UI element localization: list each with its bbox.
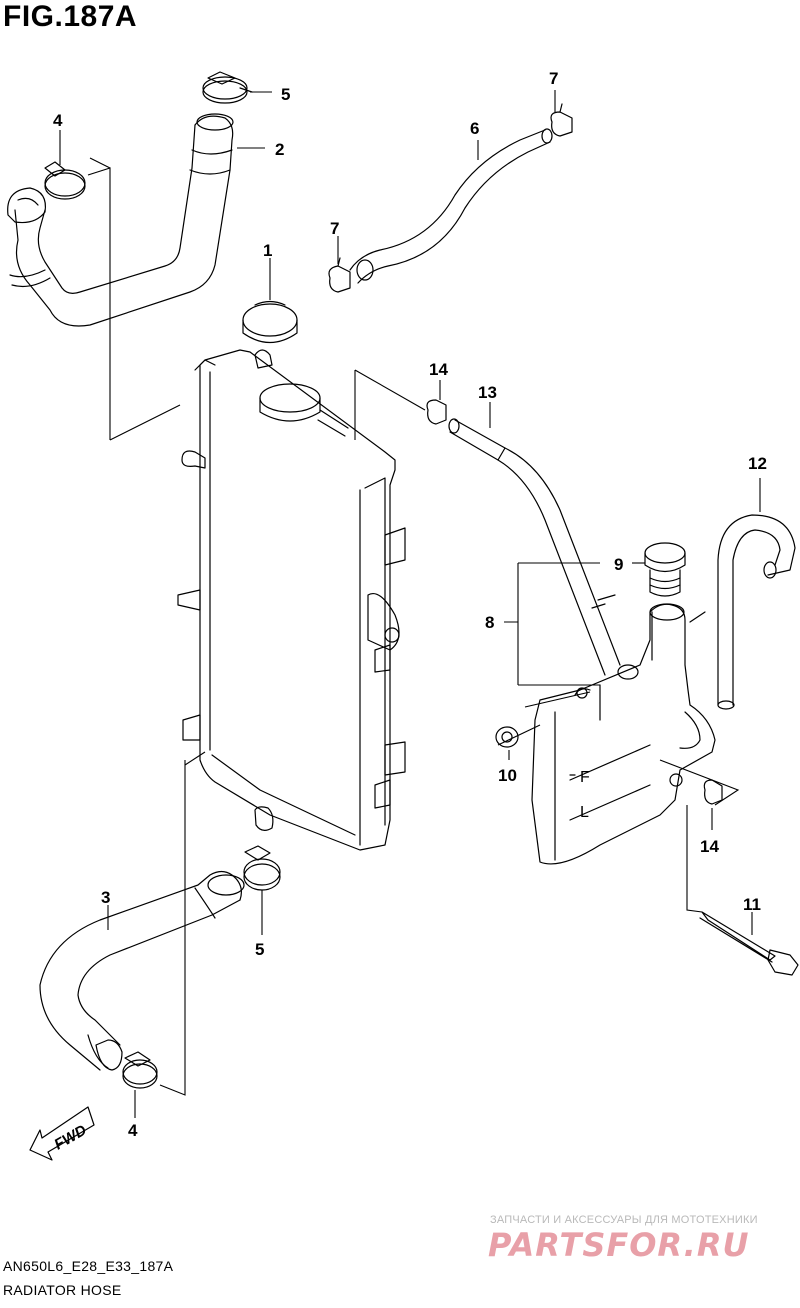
leader-lines [59, 90, 761, 1118]
radiator-cap[interactable] [242, 300, 298, 344]
callout-5-lower: 5 [255, 940, 264, 959]
reservoir-clip-upper[interactable] [426, 399, 447, 425]
tank-level-f: F [580, 769, 590, 786]
mounting-bolt[interactable] [699, 911, 799, 976]
figure-title: FIG.187A [3, 0, 138, 33]
hose-clip-upper[interactable] [550, 103, 573, 137]
callout-8: 8 [485, 613, 494, 632]
callout-7-upper: 7 [549, 69, 558, 88]
forward-direction-arrow: FWD [29, 1106, 95, 1161]
callout-13: 13 [478, 383, 497, 402]
callout-14-lower: 14 [700, 837, 719, 856]
callout-4-upper: 4 [53, 111, 63, 130]
grommet[interactable] [495, 726, 519, 748]
watermark-tagline: ЗАПЧАСТИ И АКСЕССУАРЫ ДЛЯ МОТОТЕХНИКИ [490, 1214, 758, 1226]
reservoir-hose[interactable] [448, 418, 639, 680]
callout-4-lower: 4 [128, 1121, 138, 1140]
lower-radiator-hose[interactable] [39, 870, 245, 1071]
hose-clamp-bottom[interactable] [243, 845, 281, 891]
hose-clamp-upper[interactable] [44, 161, 86, 200]
model-code: AN650L6_E28_E33_187A [3, 1258, 174, 1274]
callout-12: 12 [748, 454, 767, 473]
coolant-reservoir-tank[interactable]: F L [531, 603, 716, 865]
hose-clip-lower[interactable] [328, 257, 351, 293]
callout-6: 6 [470, 119, 479, 138]
callout-7-lower: 7 [330, 219, 339, 238]
callout-1: 1 [263, 241, 272, 260]
hose-clamp-lower[interactable] [122, 1051, 158, 1089]
callout-9: 9 [614, 555, 623, 574]
callout-2: 2 [275, 140, 284, 159]
callout-5-upper: 5 [281, 85, 290, 104]
section-name: RADIATOR HOSE [3, 1282, 122, 1298]
hose-clamp-top[interactable] [202, 71, 253, 104]
callout-14-upper: 14 [429, 360, 448, 379]
callout-11: 11 [743, 895, 761, 914]
reservoir-cap[interactable] [644, 542, 686, 597]
reservoir-clip-lower[interactable] [703, 779, 723, 805]
overflow-hose[interactable] [349, 128, 553, 284]
tank-level-l: L [580, 804, 589, 821]
upper-radiator-hose[interactable] [7, 113, 234, 327]
drain-hose[interactable] [717, 514, 796, 710]
assembly-lines [87, 157, 740, 1096]
radiator[interactable] [177, 349, 406, 851]
callout-3: 3 [101, 888, 110, 907]
watermark-logo: PARTSFOR.RU [488, 1226, 750, 1264]
callout-10: 10 [498, 766, 517, 785]
